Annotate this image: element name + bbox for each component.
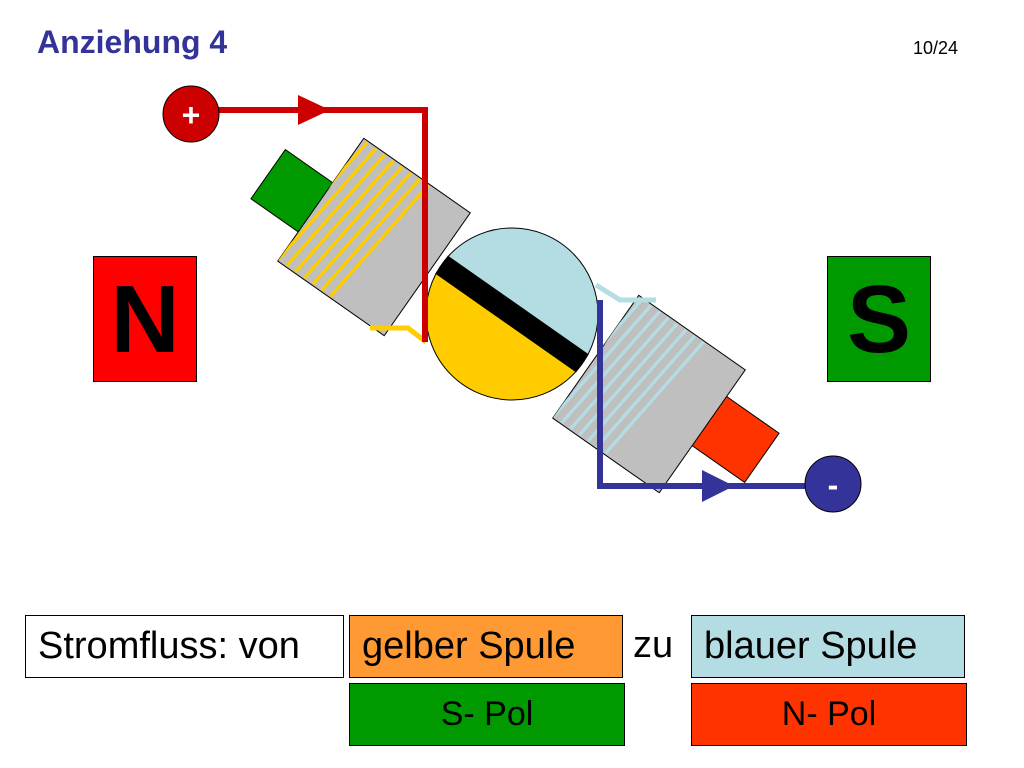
north-magnet-label: N	[110, 266, 180, 373]
blue-coil-lead	[594, 282, 656, 303]
south-magnet: S	[827, 256, 931, 382]
coil-winding	[569, 316, 670, 431]
to-pole-label: N- Pol	[691, 683, 967, 746]
commutator	[425, 227, 599, 401]
coil-winding	[329, 183, 430, 298]
negative-wire	[597, 300, 820, 489]
page-number: 10/24	[913, 38, 959, 58]
yellow-coil-lead	[370, 325, 428, 344]
north-magnet: N	[93, 256, 197, 382]
positive-current-arrow	[298, 95, 330, 125]
slide-title: Anziehung 4	[37, 24, 228, 60]
positive-terminal-label: +	[182, 97, 201, 133]
positive-wire	[205, 107, 428, 342]
coil-winding	[285, 153, 386, 268]
coil-winding	[311, 171, 413, 286]
negative-terminal-label: -	[828, 467, 839, 503]
negative-terminal: -	[804, 455, 862, 513]
connector-label: zu	[633, 624, 674, 666]
coil-winding	[277, 147, 378, 261]
from-coil-label: gelber Spule	[349, 615, 623, 678]
south-magnet-label: S	[846, 266, 912, 373]
to-coil-label: blauer Spule	[691, 615, 965, 678]
coil-winding	[302, 165, 404, 280]
positive-terminal: +	[162, 85, 220, 143]
current-flow-label: Stromfluss: von	[25, 615, 344, 678]
coil-winding	[560, 310, 661, 425]
coil-winding	[604, 340, 705, 455]
coil-winding	[320, 177, 421, 292]
negative-current-arrow	[702, 470, 734, 502]
coil-winding	[586, 328, 688, 443]
coil-winding	[595, 334, 696, 449]
coil-winding	[577, 322, 679, 437]
from-pole-label: S- Pol	[349, 683, 625, 746]
coil-winding	[294, 159, 395, 274]
